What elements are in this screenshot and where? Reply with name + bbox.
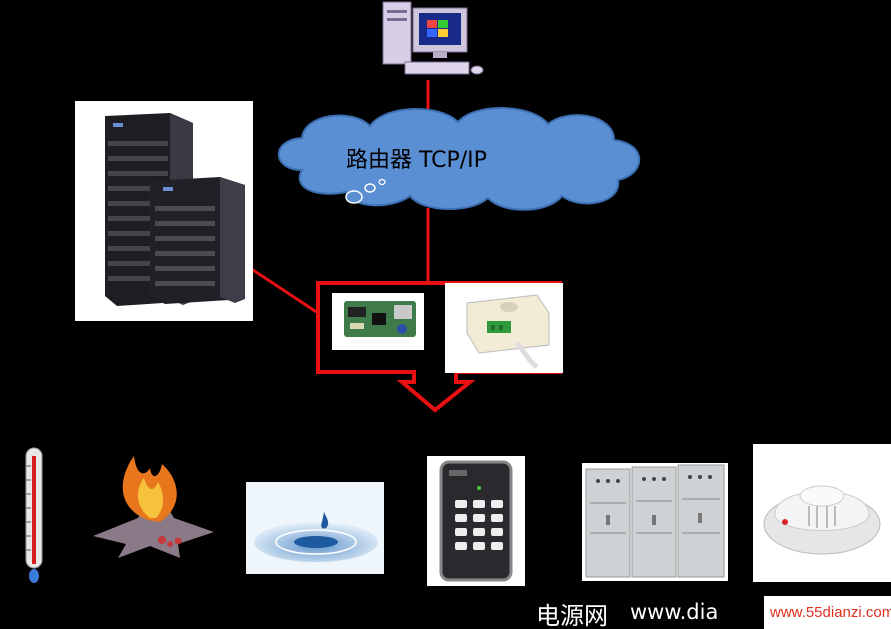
watermark-site-name: 电源网 (536, 602, 608, 629)
computer-icon (382, 1, 484, 75)
flame-icon (93, 456, 214, 558)
ups-to-module-line (246, 264, 319, 315)
thermometer-icon (25, 447, 43, 583)
watermark-badge-text: www.55dianzi.com (770, 604, 891, 621)
ups-cabinet-image (75, 101, 253, 321)
water-drop-image (246, 482, 384, 574)
router-label: 路由器 TCP/IP (346, 148, 487, 173)
watermark-badge: www.55dianzi.com (764, 596, 891, 629)
electrical-cabinet-image (582, 463, 728, 581)
router-cloud (277, 106, 641, 211)
smoke-detector-image (753, 444, 891, 582)
watermark-url: www.dia (630, 600, 719, 624)
sensor-module-image (445, 283, 563, 373)
access-keypad-image (427, 456, 525, 586)
network-card-image (332, 293, 424, 350)
